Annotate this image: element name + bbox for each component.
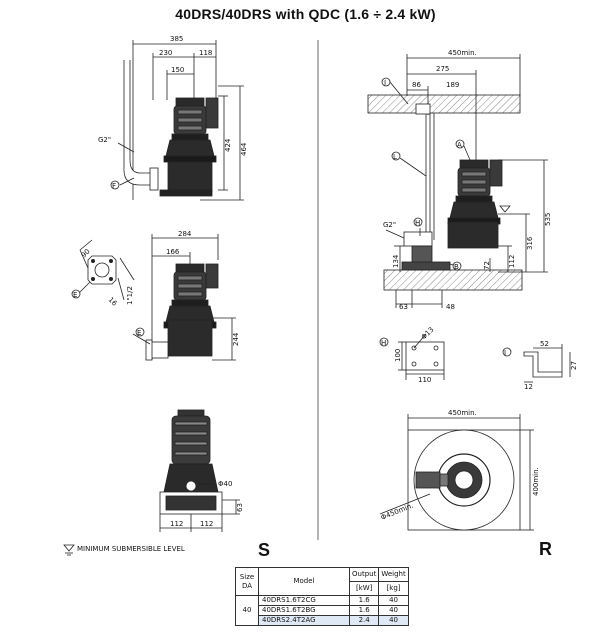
dim-100: 100 (394, 349, 402, 362)
s-flange-detail (71, 239, 135, 301)
dim-112-b: 112 (200, 520, 213, 528)
min-level-symbol (63, 544, 75, 556)
cell-model: 40DRS2.4T2AG (258, 615, 350, 626)
table-header-row: Size DA Model Output Weight (235, 567, 409, 596)
tag-i: I (384, 79, 386, 87)
dim-27: 27 (570, 361, 578, 370)
table-row: 40 40DRS1.6T2CG 1.6 40 (235, 595, 409, 626)
s-side-view (110, 40, 244, 201)
s-mid-view (132, 234, 236, 361)
cell-output: 1.6 (348, 595, 380, 606)
dim-464: 464 (240, 142, 248, 156)
table-row: 40DRS1.6T2BG 1.6 40 (236, 605, 409, 616)
dim-plan-450min: 450min. (448, 409, 477, 417)
label-g2-r: G2" (383, 221, 396, 229)
r-detail-i (502, 344, 571, 383)
tag-a: A (457, 141, 462, 149)
dim-230: 230 (159, 49, 172, 57)
cell-model: 40DRS1.6T2CG (258, 595, 350, 606)
detail-i-tag: I (504, 349, 506, 357)
cell-output: 2.4 (348, 615, 380, 626)
view-label-r: R (539, 539, 552, 559)
view-label-s: S (258, 540, 270, 560)
dim-112: 112 (508, 255, 516, 268)
dim-450min: 450min. (448, 49, 477, 57)
cell-weight: 40 (378, 605, 409, 616)
tag-h: H (415, 219, 420, 227)
dim-275: 275 (436, 65, 449, 73)
dim-63: 63 (399, 303, 408, 311)
dim-90: 90 (80, 247, 92, 259)
r-main-view (367, 54, 548, 308)
dim-166: 166 (166, 248, 180, 256)
dim-150: 150 (171, 66, 184, 74)
header-output: Output (348, 567, 380, 582)
dim-118: 118 (199, 49, 212, 57)
dim-110: 110 (418, 376, 431, 384)
header-weight-unit: [kg] (378, 581, 409, 596)
header-model: Model (258, 567, 350, 596)
dim-1-1-2: 1"1/2 (126, 286, 134, 305)
tag-e-mid: E (137, 329, 141, 337)
dim-134: 134 (392, 254, 400, 268)
dim-plan-400min: 400min. (532, 467, 540, 496)
dim-86: 86 (412, 81, 421, 89)
dim-316: 316 (526, 236, 534, 250)
dim-189: 189 (446, 81, 459, 89)
dim-phi40: Φ40 (218, 480, 232, 488)
dim-284: 284 (178, 230, 192, 238)
cell-output: 1.6 (348, 605, 380, 616)
page-title: 40DRS/40DRS with QDC (1.6 ÷ 2.4 kW) (175, 6, 436, 22)
dim-63: 63 (236, 503, 244, 512)
dim-112-a: 112 (170, 520, 183, 528)
dim-424: 424 (224, 138, 232, 152)
dim-52: 52 (540, 340, 549, 348)
dim-phi13: Φ13 (420, 326, 436, 342)
spec-table: Size DA Model Output Weight [kW] [kg] 40… (235, 567, 409, 626)
tag-b: B (454, 263, 459, 271)
header-output-unit: [kW] (348, 581, 380, 596)
tag-l: L (393, 153, 397, 161)
r-plan-view (379, 414, 534, 531)
label-g2: G2" (98, 136, 111, 144)
header-weight: Weight (378, 567, 409, 582)
s-front-view (159, 409, 240, 532)
tag-e-flange: E (73, 291, 77, 299)
legend-text: MINIMUM SUBMERSIBLE LEVEL (77, 545, 185, 553)
cell-weight: 40 (378, 595, 409, 606)
detail-h-tag: H (381, 339, 386, 347)
cell-model: 40DRS1.6T2BG (258, 605, 350, 616)
dim-535: 535 (544, 213, 552, 226)
r-detail-h (379, 333, 445, 380)
dim-48: 48 (446, 303, 455, 311)
table-row: 40DRS2.4T2AG 2.4 40 (236, 615, 409, 626)
dim-12: 12 (524, 383, 533, 391)
dim-72: 72 (483, 261, 491, 270)
dim-385: 385 (170, 35, 183, 43)
dim-16: 16 (107, 296, 119, 308)
cell-size: 40 (235, 595, 259, 626)
header-size: Size DA (235, 567, 259, 596)
dim-244: 244 (232, 332, 240, 346)
tag-f: F (112, 182, 116, 190)
cell-weight: 40 (378, 615, 409, 626)
